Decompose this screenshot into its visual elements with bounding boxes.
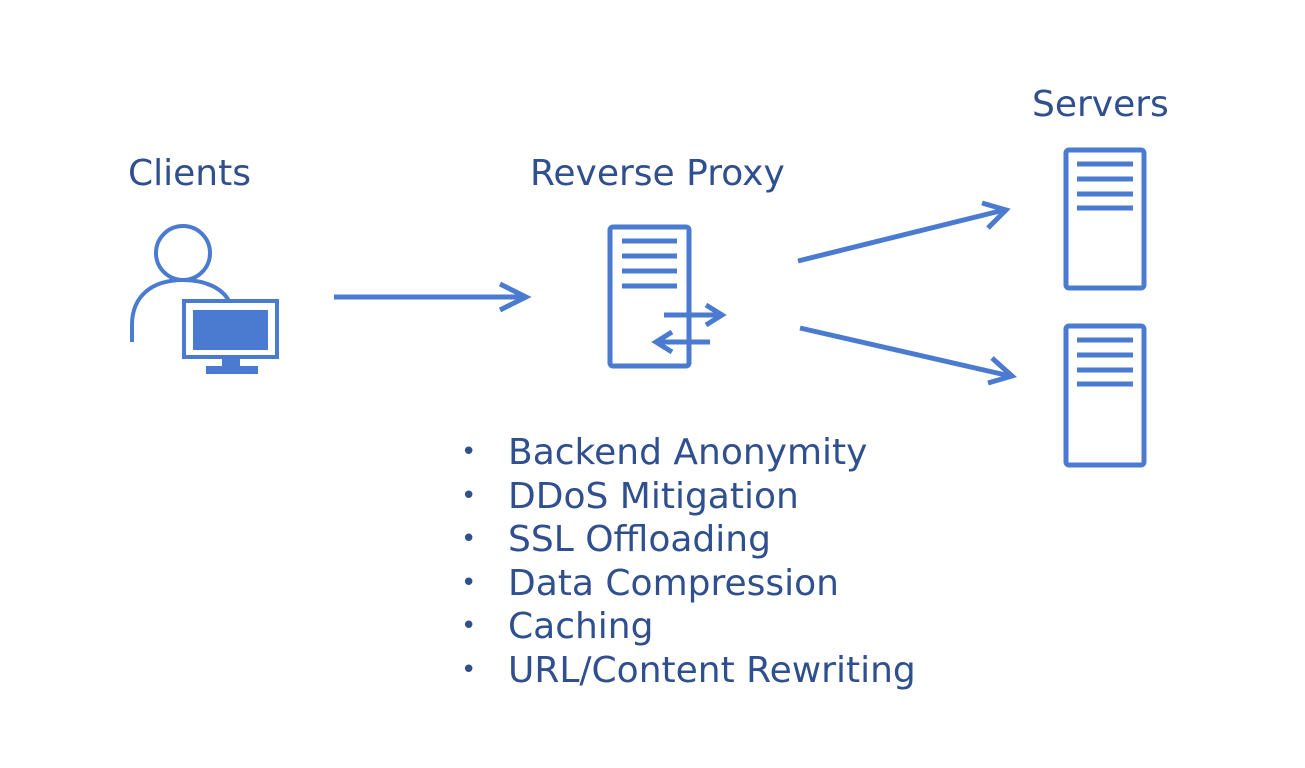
feature-label: Backend Anonymity [508, 432, 868, 473]
server-tower-icon [1063, 147, 1147, 291]
bullet-icon: • [461, 611, 477, 641]
feature-label: URL/Content Rewriting [508, 649, 916, 691]
server-tower-icon [1063, 323, 1147, 468]
bullet-icon: • [461, 567, 477, 598]
bullet-icon: • [461, 654, 477, 685]
server-with-exchange-arrows-icon [607, 224, 727, 369]
user-with-monitor-icon [130, 224, 279, 374]
server-2-vents-icon [1077, 337, 1133, 387]
server-1-vents-icon [1077, 161, 1133, 211]
bullet-icon: • [461, 524, 477, 554]
bullet-icon: • [461, 480, 477, 511]
feature-item: • Data Compression [461, 562, 916, 606]
feature-label: DDoS Mitigation [508, 475, 799, 517]
proxy-features-list: • Backend Anonymity • DDoS Mitigation • … [461, 431, 916, 692]
proxy-server-case-icon [607, 224, 692, 369]
feature-item: • Backend Anonymity [461, 431, 916, 475]
feature-label: SSL Offloading [508, 519, 771, 560]
monitor-base-icon [206, 366, 258, 374]
user-head-icon [154, 224, 212, 282]
bullet-icon: • [461, 437, 477, 467]
proxy-server-vents-icon [622, 238, 677, 289]
server-1-case-icon [1063, 147, 1147, 291]
proxy-to-server-2-arrow [799, 325, 1018, 386]
feature-item: • SSL Offloading [461, 518, 916, 562]
user-body-icon [130, 277, 231, 342]
monitor-neck-icon [222, 357, 240, 367]
feature-label: Caching [508, 606, 654, 647]
feature-item: • URL/Content Rewriting [461, 649, 916, 693]
feature-label: Data Compression [508, 562, 839, 604]
exchange-arrows-icon [651, 302, 727, 355]
clients-to-proxy-arrow [334, 281, 532, 313]
clients-label: Clients [128, 153, 251, 194]
server-2-case-icon [1063, 323, 1147, 468]
feature-item: • Caching [461, 605, 916, 649]
monitor-screen-icon [193, 310, 268, 350]
proxy-to-server-1-arrow [797, 200, 1011, 264]
servers-label: Servers [1032, 84, 1169, 125]
reverse-proxy-label: Reverse Proxy [530, 153, 785, 194]
feature-item: • DDoS Mitigation [461, 475, 916, 519]
